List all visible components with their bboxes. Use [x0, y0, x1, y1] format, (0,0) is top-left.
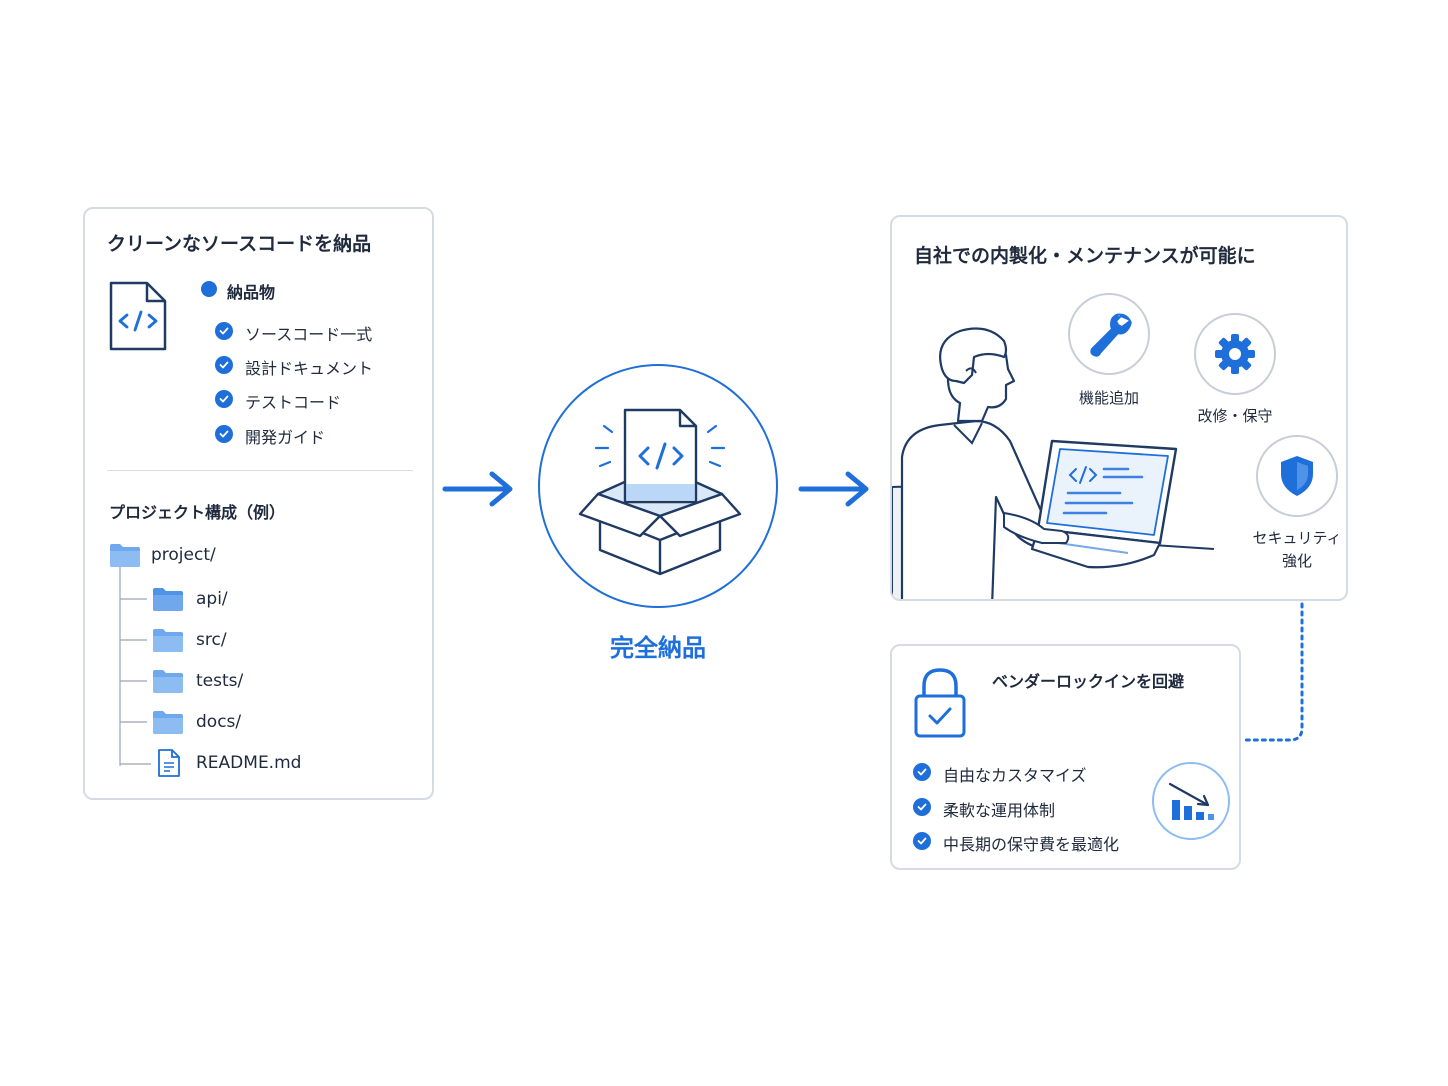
complete-delivery-label: 完全納品 [610, 634, 706, 662]
tree-item-label: docs/ [196, 712, 242, 732]
folder-icon [152, 709, 184, 739]
source-code-panel: クリーンなソースコードを納品 納品物 ソースコード一式 設計ドキュメント テスト… [83, 207, 434, 800]
tree-connector-lines [119, 565, 151, 766]
check-icon [913, 832, 931, 850]
security-icon-circle [1256, 435, 1338, 517]
check-icon [913, 798, 931, 816]
check-icon [913, 763, 931, 781]
deliverable-item: 設計ドキュメント [245, 359, 374, 378]
box-with-code-icon [578, 408, 742, 576]
feature-add-label: 機能追加 [1078, 389, 1139, 407]
feature-add-icon-circle [1068, 293, 1150, 375]
inhouse-maintenance-title: 自社での内製化・メンテナンスが可能に [914, 245, 1256, 267]
deliverable-item: ソースコード一式 [245, 325, 373, 344]
shield-icon [1281, 456, 1313, 496]
security-label-line2: 強化 [1281, 552, 1312, 570]
document-icon [157, 748, 181, 782]
structure-heading: プロジェクト構成（例） [109, 503, 286, 522]
inhouse-maintenance-panel: 自社での内製化・メンテナンスが可能に 機能追加 [890, 215, 1348, 601]
tree-item-label: api/ [196, 589, 228, 609]
divider [107, 470, 413, 471]
check-icon [215, 425, 233, 443]
deliverables-heading: 納品物 [227, 283, 276, 302]
benefit-item: 中長期の保守費を最適化 [943, 835, 1120, 854]
cost-reduction-icon-circle [1152, 762, 1230, 840]
vendor-lockin-title: ベンダーロックインを回避 [992, 672, 1185, 691]
arrow-right-icon [442, 471, 513, 507]
tree-root-label: project/ [151, 545, 216, 565]
maintenance-icon-circle [1194, 313, 1276, 395]
folder-icon [152, 586, 184, 616]
folder-icon [109, 542, 141, 572]
tree-item-label: tests/ [196, 671, 244, 691]
wrench-icon [1090, 313, 1132, 357]
check-icon [215, 322, 233, 340]
check-icon [215, 390, 233, 408]
code-file-icon [107, 279, 169, 357]
deliverable-item: テストコード [245, 393, 342, 412]
tree-item-label: README.md [196, 753, 302, 773]
dotted-connector [1240, 602, 1304, 742]
deliverable-item: 開発ガイド [245, 428, 326, 447]
vendor-lockin-panel: ベンダーロックインを回避 自由なカスタマイズ 柔軟な運用体制 中長期の保守費を最… [890, 644, 1241, 870]
source-code-panel-title: クリーンなソースコードを納品 [107, 233, 372, 255]
benefit-item: 自由なカスタマイズ [943, 766, 1087, 785]
folder-icon [152, 627, 184, 657]
benefit-item: 柔軟な運用体制 [943, 801, 1056, 820]
bullet-dot-icon [201, 281, 217, 297]
folder-icon [152, 668, 184, 698]
tree-item-label: src/ [196, 630, 227, 650]
downtrend-chart-icon [1168, 782, 1214, 820]
delivery-circle [538, 364, 778, 608]
security-label-line1: セキュリティ [1252, 529, 1342, 547]
developer-at-laptop-illustration [892, 327, 1215, 599]
maintenance-label: 改修・保守 [1197, 407, 1273, 425]
arrow-right-icon [798, 471, 869, 507]
lock-icon [912, 664, 968, 744]
gear-icon [1215, 334, 1255, 374]
check-icon [215, 356, 233, 374]
